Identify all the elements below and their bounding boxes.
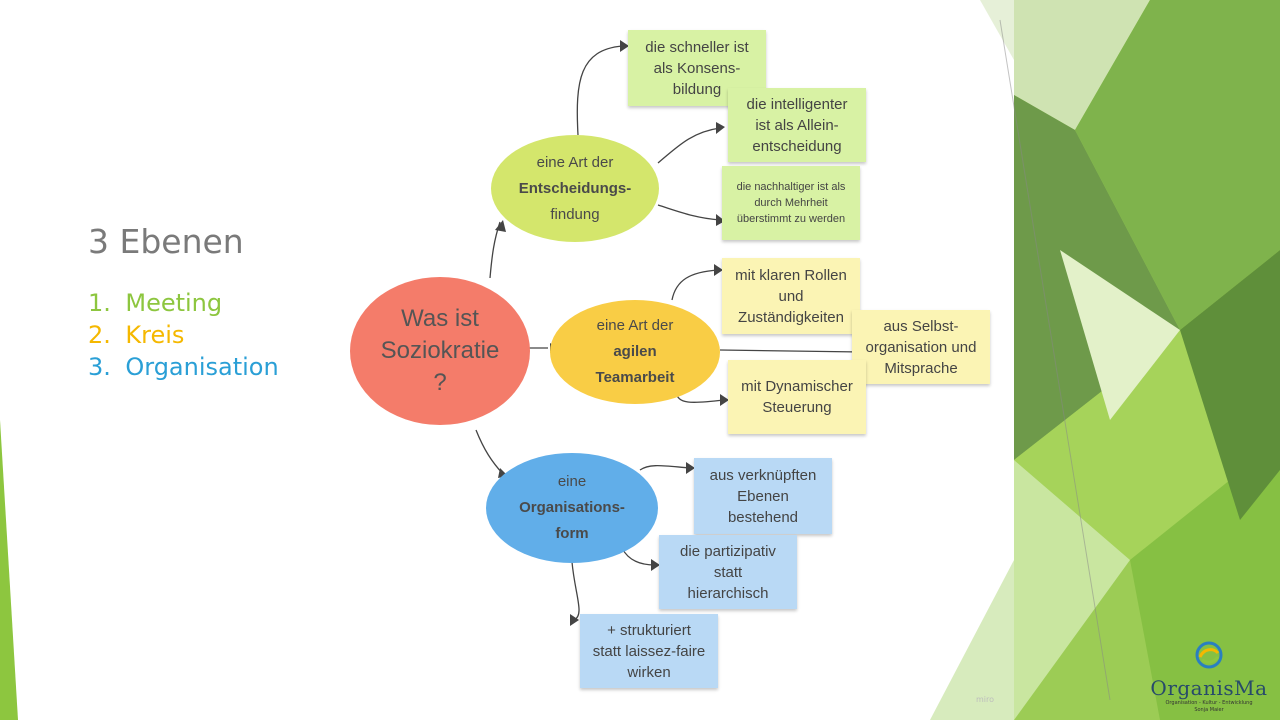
- logo-name: OrganisMa: [1150, 676, 1268, 700]
- org-bold1: Organisations-: [519, 499, 625, 516]
- note-linked-levels: aus verknüpften Ebenen bestehend: [694, 458, 832, 534]
- slide-heading: 3 Ebenen: [88, 222, 244, 261]
- levels-list: 1. Meeting 2. Kreis 3. Organisation: [88, 287, 279, 383]
- level-item-meeting: 1. Meeting: [88, 287, 279, 319]
- note-clear-roles: mit klaren Rollen und Zuständigkeiten: [722, 258, 860, 334]
- level-label: Organisation: [125, 353, 279, 381]
- note-smarter-than-solo: die intelligenter ist als Allein- entsch…: [728, 88, 866, 162]
- miro-watermark: miro: [976, 695, 995, 704]
- level-item-kreis: 2. Kreis: [88, 319, 279, 351]
- note-more-sustainable: die nachhaltiger ist als durch Mehrheit …: [722, 166, 860, 240]
- organisma-logo: OrganisMa Organisation - Kultur - Entwic…: [1143, 640, 1275, 714]
- center-node: Was ist Soziokratie ?: [350, 277, 530, 425]
- decision-line3: findung: [550, 205, 600, 223]
- level-label: Kreis: [125, 321, 185, 349]
- org-line1: eine: [557, 473, 587, 490]
- level-label: Meeting: [125, 289, 223, 317]
- center-node-label: Was ist Soziokratie ?: [380, 305, 500, 396]
- org-bold2: form: [555, 525, 589, 542]
- team-line1: eine Art der: [596, 317, 674, 334]
- level-item-organisation: 3. Organisation: [88, 351, 279, 383]
- level-number: 3.: [88, 353, 111, 381]
- note-structured: + strukturiert statt laissez-faire wirke…: [580, 614, 718, 688]
- logo-emblem-icon: [1195, 641, 1223, 669]
- note-participative: die partizipativ statt hierarchisch: [659, 535, 797, 609]
- note-self-organisation: aus Selbst- organisation und Mitsprache: [852, 310, 990, 384]
- team-bold1: agilen: [613, 343, 657, 360]
- note-dynamic-steering: mit Dynamischer Steuerung: [728, 360, 866, 434]
- decision-line1: eine Art der: [536, 153, 614, 171]
- decision-bold: Entscheidungs-: [518, 179, 632, 197]
- team-bold2: Teamarbeit: [595, 369, 675, 386]
- logo-author: Sonja Maier: [1194, 707, 1224, 713]
- logo-tagline: Organisation - Kultur - Entwicklung: [1165, 700, 1253, 706]
- level-number: 2.: [88, 321, 111, 349]
- levels-panel: 3 Ebenen 1. Meeting 2. Kreis 3. Organisa…: [88, 222, 279, 383]
- level-number: 1.: [88, 289, 111, 317]
